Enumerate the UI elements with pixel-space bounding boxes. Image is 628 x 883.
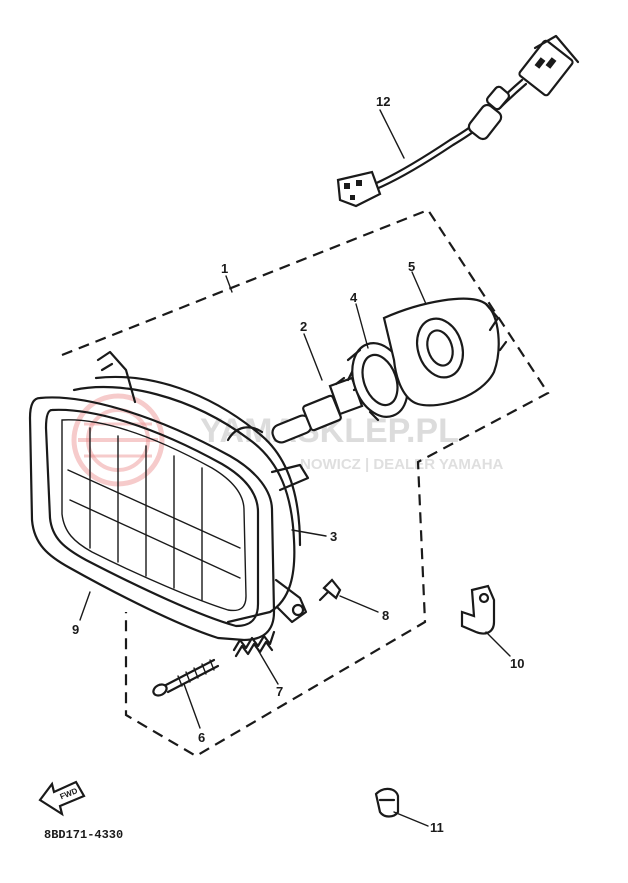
part-code: 8BD171-4330 xyxy=(44,828,123,842)
callout-2: 2 xyxy=(300,319,307,334)
callout-11: 11 xyxy=(430,820,444,835)
headlight-rim xyxy=(28,396,276,642)
leader-3 xyxy=(291,529,327,537)
headlight-unit xyxy=(72,350,310,624)
assembly-boundary xyxy=(61,208,550,758)
wire-harness xyxy=(336,34,580,208)
leader-lines xyxy=(79,109,511,827)
watermark-sub-text: NOWICZ | DEALER YAMAHA xyxy=(300,456,504,473)
callout-3: 3 xyxy=(330,529,337,544)
callout-12: 12 xyxy=(376,94,390,109)
leader-6 xyxy=(183,683,201,729)
callout-7: 7 xyxy=(276,684,283,699)
clip-nut-icon xyxy=(318,578,342,602)
leader-8 xyxy=(339,595,379,613)
leader-11 xyxy=(393,811,429,827)
screw-icon xyxy=(152,658,220,697)
callout-1: 1 xyxy=(221,261,228,276)
callout-9: 9 xyxy=(72,622,79,637)
band-clip-icon xyxy=(374,787,400,818)
callout-6: 6 xyxy=(198,730,205,745)
socket-cover-icon xyxy=(382,297,508,407)
leader-9 xyxy=(79,591,91,621)
callout-8: 8 xyxy=(382,608,389,623)
leader-4 xyxy=(355,303,369,349)
leader-7 xyxy=(257,649,279,685)
leader-2 xyxy=(303,333,323,381)
leader-10 xyxy=(485,631,511,657)
connector-socket-icon xyxy=(336,170,382,208)
callout-10: 10 xyxy=(510,656,524,671)
callout-5: 5 xyxy=(408,259,415,274)
lens-pattern xyxy=(67,427,241,601)
leader-5 xyxy=(411,271,427,305)
callout-4: 4 xyxy=(350,290,358,305)
fwd-arrow-icon: FWD xyxy=(38,780,86,817)
connector-plug-icon xyxy=(518,34,580,97)
callouts: 12 1 2 4 5 3 9 8 10 7 6 11 xyxy=(72,94,524,835)
spring-icon xyxy=(232,630,276,658)
clamp-icon xyxy=(460,584,496,635)
leader-12 xyxy=(379,109,405,159)
leader-1 xyxy=(225,275,233,293)
